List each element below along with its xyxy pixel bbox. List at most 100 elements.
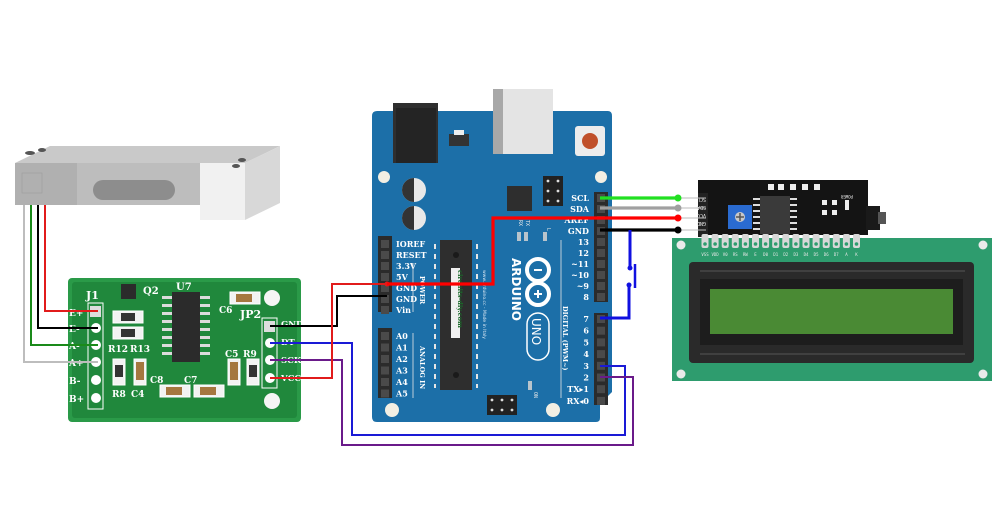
arduino-brand: ARDUINO: [509, 258, 523, 321]
digital-pin: [597, 282, 605, 290]
lcd-pin-label: V0: [723, 252, 728, 257]
lcd-screen: [710, 289, 953, 334]
lcd-pin-label: D3: [793, 252, 798, 257]
digital-pin-label: TX▸1: [567, 384, 589, 394]
digital-pin: [597, 350, 605, 359]
r8-label: R8: [112, 390, 126, 400]
i2c-pin-label: SDA: [697, 204, 706, 210]
led-label-tx: TX: [524, 220, 530, 226]
digital-pin-label: AREF: [563, 215, 589, 225]
power-pin-label: 3.3V: [396, 261, 417, 271]
analog-pin-label: A5: [395, 389, 408, 399]
power-pin-label: IOREF: [396, 239, 425, 249]
lcd-pin: [802, 234, 810, 248]
power-pin-label: Vin: [395, 305, 411, 315]
power-pin: [381, 306, 389, 314]
lcd-pin: [812, 234, 820, 248]
r13-label: R13: [130, 345, 150, 355]
j1-pin-label: E-: [69, 325, 80, 335]
i2c-pin-label: SCL: [697, 196, 706, 202]
c7-label: C7: [184, 376, 197, 386]
digital-pin: [597, 293, 605, 301]
lcd-pin-label: D2: [783, 252, 788, 257]
digital-pin: [597, 396, 605, 405]
analog-pin: [381, 389, 389, 398]
hx711-chip: [172, 292, 200, 362]
lcd-pin-label: D4: [804, 252, 809, 257]
c5-label: C5: [225, 350, 238, 360]
lcd-pin: [792, 234, 800, 248]
j1-pin-label: A-: [68, 342, 80, 352]
led-label-l: L: [545, 228, 551, 231]
digital-pin-label: 4: [583, 349, 589, 359]
digital-pin: [597, 385, 605, 394]
j1-label: J1: [85, 289, 99, 302]
digital-pin: [597, 338, 605, 347]
power-pin: [381, 295, 389, 303]
lcd-pin-label: RS: [733, 252, 738, 257]
analog-pin-label: A3: [395, 366, 408, 376]
c8-label: C8: [150, 376, 163, 386]
wire-hx-dt: [270, 342, 626, 436]
analog-pin-label: A1: [395, 343, 408, 353]
power-title: POWER: [418, 276, 426, 305]
digital-pin-label: 8: [583, 292, 589, 302]
u7-label: U7: [176, 282, 192, 293]
lcd-pin-label: A: [845, 252, 848, 257]
digital-pin: [597, 326, 605, 335]
digital-pin: [597, 249, 605, 257]
arduino-tagline: www.arduino.cc - Made in Italy: [481, 270, 487, 339]
lcd-pin: [731, 234, 739, 248]
lcd-pin: [832, 234, 840, 248]
digital-pin-label: 7: [583, 314, 589, 324]
digital-pin-label: SDA: [570, 204, 590, 214]
load-cell: [15, 146, 280, 220]
power-pin: [381, 240, 389, 248]
analog-pin: [381, 378, 389, 386]
lcd-pin-label: VSS: [701, 252, 709, 257]
c4-label: C4: [131, 390, 144, 400]
arduino-model: UNO: [529, 318, 543, 345]
lcd-pin: [701, 234, 709, 248]
analog-pin-label: A4: [395, 377, 408, 387]
lcd-pin: [741, 234, 749, 248]
power-pin: [381, 251, 389, 259]
wire-lc-black-e-minus: [37, 205, 98, 329]
i2c-pin-label: VCC: [697, 212, 706, 218]
wires: [23, 194, 706, 446]
power-pin-label: GND: [396, 294, 417, 304]
r12-label: R12: [108, 345, 128, 355]
wire-lc-green-a-minus: [30, 205, 98, 346]
digital-pin: [597, 271, 605, 279]
j1-pin-label: B-: [69, 377, 81, 387]
lcd-pin: [721, 234, 729, 248]
power-pin-label: GND: [396, 283, 417, 293]
power-pin: [381, 273, 389, 281]
power-label: POWER: [840, 194, 853, 199]
hx711-module: J1 E+ E- A- A+ B- B+ JP2 GND DT SCK VCC …: [68, 278, 304, 422]
digital-pin-label: 6: [583, 326, 589, 336]
lcd-pin: [822, 234, 830, 248]
wire-hx-sck: [270, 359, 634, 446]
analog-title: ANALOG IN: [418, 345, 426, 389]
pcf8574-chip: [760, 196, 790, 234]
jp2-label: JP2: [239, 308, 261, 321]
wire-5v-i2c-vcc: [387, 216, 678, 286]
analog-pin: [381, 343, 389, 352]
digital-pin-label: 5: [583, 337, 589, 347]
lcd-pin: [752, 234, 759, 248]
lcd-pin: [782, 234, 790, 248]
backlight-jumper[interactable]: [866, 206, 880, 230]
digital-pin-label: RX◂0: [567, 396, 590, 406]
power-pin-label: RESET: [396, 250, 427, 260]
digital-header-lower: [594, 313, 608, 405]
digital-title: DIGITAL (PWM~): [561, 306, 569, 371]
i2c-backpack: SCL SDA VCC GND LED POWER: [697, 180, 886, 241]
lcd-pin: [842, 234, 850, 248]
lcd-pin-label: D1: [773, 252, 778, 257]
wire-lc-white-a-plus: [23, 205, 98, 363]
digital-pin-label: ~11: [571, 259, 589, 269]
digital-pin-label: SCL: [571, 193, 589, 203]
analog-pin: [381, 332, 389, 340]
